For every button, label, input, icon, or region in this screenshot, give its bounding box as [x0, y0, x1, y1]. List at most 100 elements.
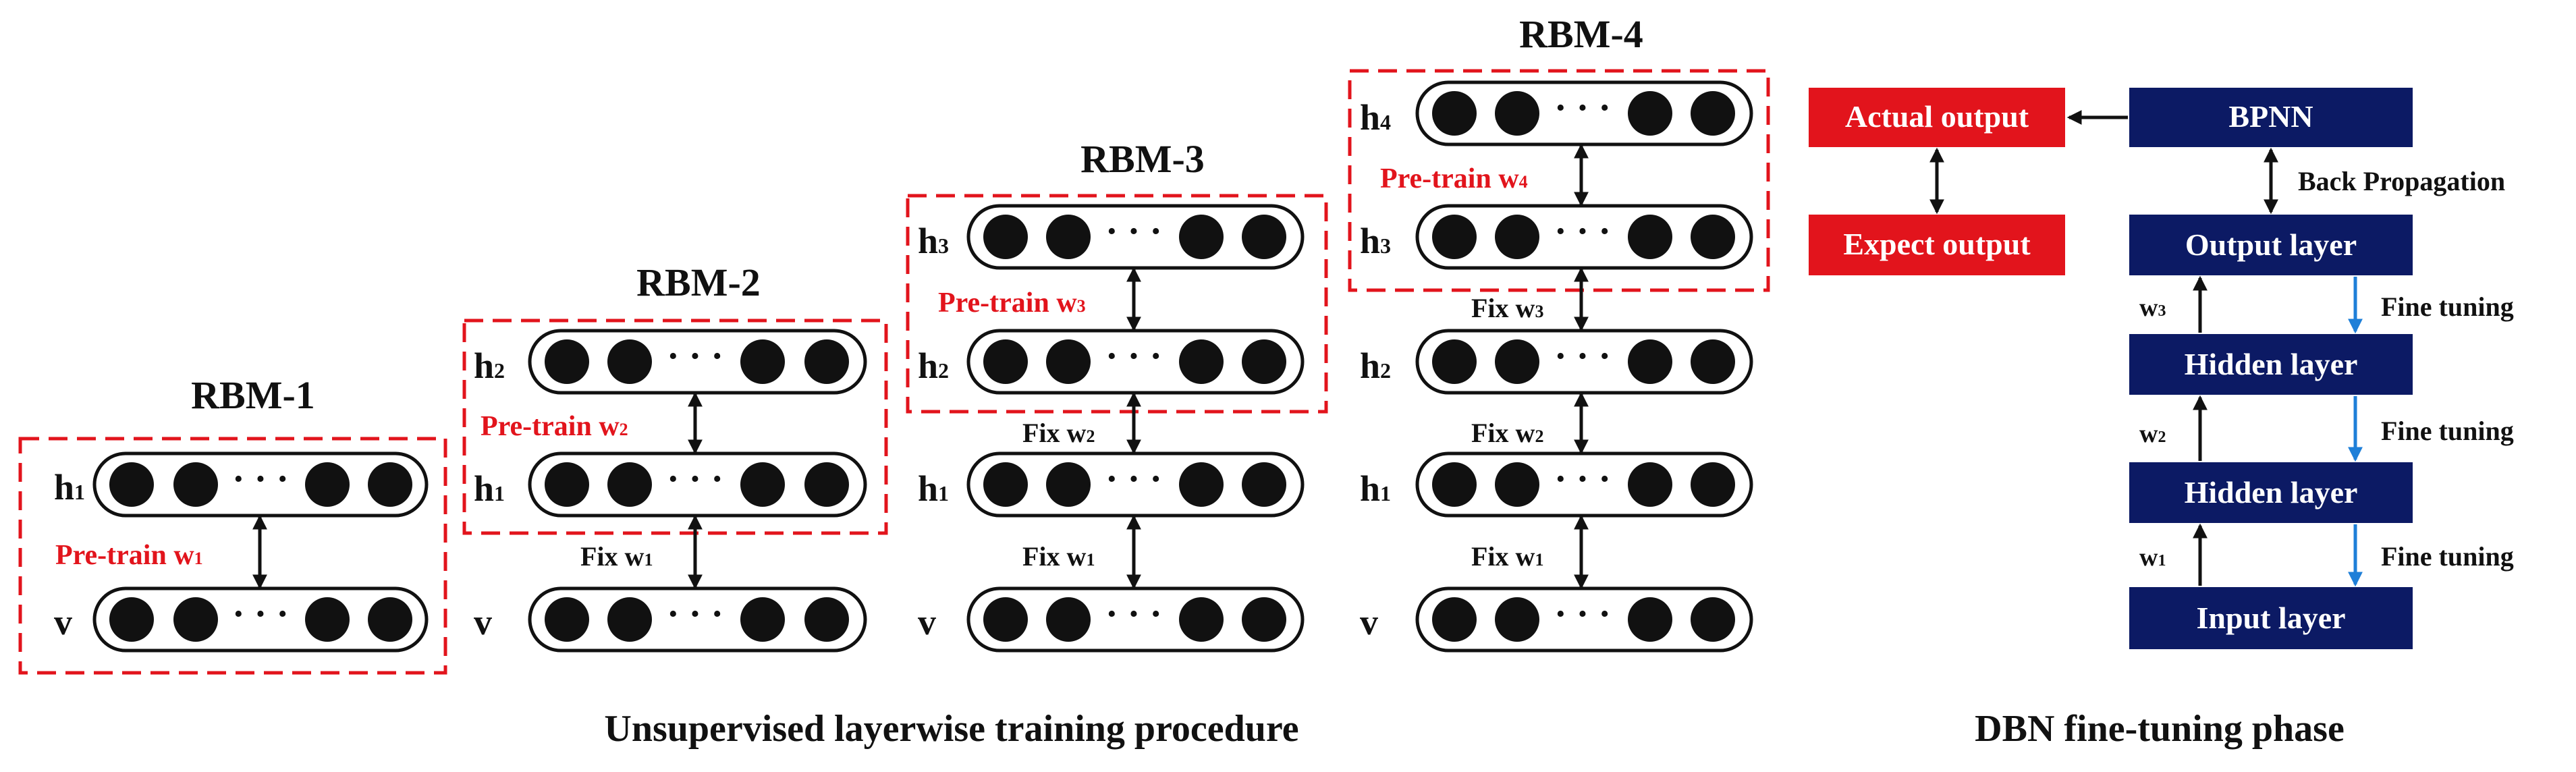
neuron: [1432, 215, 1477, 259]
fix-weight-label: Fix w2: [1022, 418, 1095, 448]
neuron: [1691, 215, 1735, 259]
neuron: [607, 462, 652, 507]
fix-subscript: 2: [1535, 426, 1543, 446]
neuron: [1495, 215, 1539, 259]
svg-text:h4: h4: [1360, 97, 1391, 138]
rbm-4-layer-h1: h1 · · ·: [1360, 451, 1753, 518]
svg-text:h1: h1: [474, 468, 505, 509]
pretrain-label: Pre-train w4: [1380, 163, 1528, 194]
ellipsis: · · ·: [1105, 593, 1162, 635]
weight-label: w1: [2139, 543, 2166, 572]
neuron: [1432, 91, 1477, 136]
layer-subscript: 1: [938, 481, 949, 505]
fix-text: Fix w: [1471, 293, 1535, 323]
layer-subscript: 2: [938, 358, 949, 383]
pretrain-text: Pre-train w: [1380, 163, 1519, 194]
neuron: [983, 462, 1028, 507]
neuron: [1691, 91, 1735, 136]
neuron: [804, 597, 849, 642]
layer-label: h: [1360, 97, 1380, 138]
rbm-2-layer-v: v · · ·: [474, 586, 867, 653]
neuron: [368, 462, 412, 507]
neuron: [804, 462, 849, 507]
neuron: [740, 462, 785, 507]
pretrain-subscript: 3: [1077, 296, 1086, 316]
layer-label: v: [474, 602, 492, 642]
neuron: [1432, 462, 1477, 507]
neuron: [1242, 597, 1286, 642]
rbm-4-group: RBM-4 h4 · · · h3 · · · h2: [1348, 12, 1770, 653]
neuron: [1495, 462, 1539, 507]
svg-text:v: v: [918, 602, 936, 642]
rbm-3-layer-h2: h2 · · ·: [918, 329, 1305, 395]
svg-text:v: v: [1360, 602, 1378, 642]
fix-weight-label: Fix w3: [1471, 293, 1543, 323]
layer-label: h: [1360, 468, 1380, 509]
neuron: [368, 597, 412, 642]
layer-label: h: [1360, 221, 1380, 261]
svg-text:h1: h1: [54, 467, 85, 507]
neuron: [1495, 597, 1539, 642]
fix-text: Fix w: [1471, 418, 1535, 448]
left-panel-caption: Unsupervised layerwise training procedur…: [604, 708, 1298, 750]
neuron: [1691, 339, 1735, 384]
neuron: [740, 597, 785, 642]
neuron: [1628, 339, 1672, 384]
neuron: [983, 597, 1028, 642]
bpnn-box: [2129, 88, 2413, 147]
layer-label: v: [54, 602, 72, 642]
hidden-layer-box: [2129, 462, 2413, 523]
fix-subscript: 2: [1086, 426, 1095, 446]
fix-weight-label: Fix w1: [580, 541, 653, 572]
fix-text: Fix w: [1471, 541, 1535, 572]
neuron: [173, 462, 218, 507]
right-panel-caption: DBN fine-tuning phase: [1975, 708, 2345, 750]
svg-text:h2: h2: [474, 346, 505, 386]
layer-subscript: 1: [74, 480, 85, 504]
svg-text:h2: h2: [918, 346, 949, 386]
layer-subscript: 2: [494, 358, 505, 383]
neuron: [983, 339, 1028, 384]
neuron: [1432, 597, 1477, 642]
pretrain-label: Pre-train w2: [481, 411, 628, 442]
neuron: [1495, 91, 1539, 136]
rbm-3-title: RBM-3: [1080, 137, 1205, 181]
ellipsis: · · ·: [1105, 458, 1162, 500]
neuron: [1628, 91, 1672, 136]
weight-subscript: 1: [2158, 552, 2166, 570]
layer-label: h: [474, 346, 494, 386]
weight-text: w: [2139, 543, 2158, 572]
fine-tuning-panel: Actual output Expect output BPNN Back Pr…: [1809, 88, 2514, 750]
actual-output-label: Actual output: [1845, 99, 2029, 134]
layer-subscript: 2: [1380, 358, 1391, 383]
layer-subscript: 1: [494, 481, 505, 505]
fix-weight-label: Fix w2: [1471, 418, 1543, 448]
neuron: [983, 215, 1028, 259]
neuron: [109, 462, 154, 507]
rbm-1-layer-h1: h1 · · ·: [54, 451, 429, 518]
layer-label: h: [918, 468, 938, 509]
pretrain-subscript: 1: [194, 549, 203, 568]
fix-weight-label: Fix w1: [1022, 541, 1095, 572]
neuron: [1628, 597, 1672, 642]
output-layer-label: Output layer: [2185, 227, 2357, 262]
neuron: [545, 462, 589, 507]
ellipsis: · · ·: [1105, 211, 1162, 252]
neuron: [109, 597, 154, 642]
neuron: [1242, 462, 1286, 507]
neuron: [545, 597, 589, 642]
weight-label: w2: [2139, 420, 2166, 448]
neuron: [1432, 339, 1477, 384]
actual-output-box: [1809, 88, 2065, 147]
neuron: [1242, 339, 1286, 384]
svg-text:h2: h2: [1360, 346, 1391, 386]
pretrain-label: Pre-train w1: [55, 540, 203, 571]
layer-label: v: [918, 602, 936, 642]
pretrain-text: Pre-train w: [938, 287, 1077, 319]
unsupervised-training-panel: RBM-1 h1 · · · v · · ·: [18, 12, 1770, 750]
neuron: [1628, 215, 1672, 259]
layer-label: h: [918, 346, 938, 386]
back-propagation-label: Back Propagation: [2298, 166, 2505, 196]
pretrain-text: Pre-train w: [55, 540, 194, 571]
rbm-3-dashed-box: [906, 194, 1328, 414]
